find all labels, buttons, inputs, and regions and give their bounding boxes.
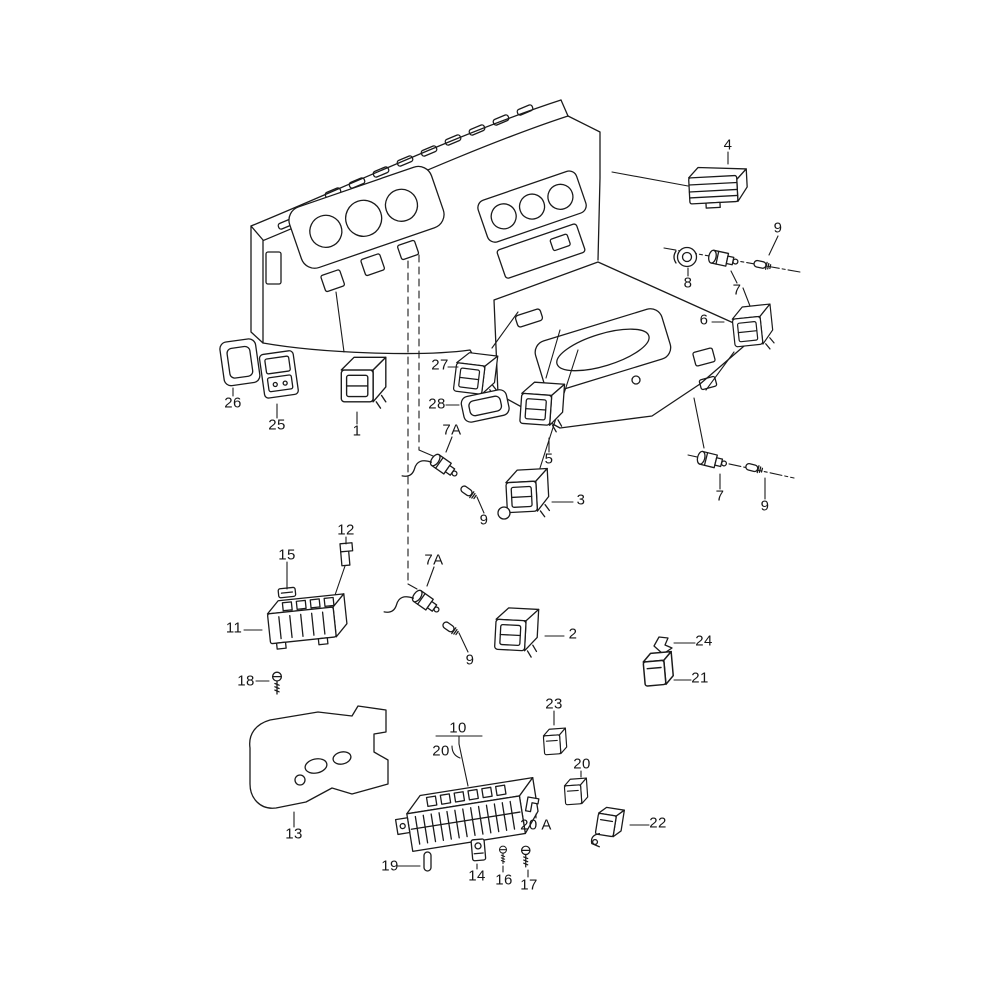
relay-23 <box>542 727 568 756</box>
screw-18 <box>271 671 283 695</box>
bracket-12 <box>339 542 354 567</box>
callout-leader-lines <box>232 151 779 878</box>
pin-19 <box>423 851 432 872</box>
structure-lines <box>333 171 751 787</box>
clip-20a <box>524 796 540 813</box>
mounting-bracket-13 <box>249 705 389 809</box>
bulb-socket-7-top <box>706 248 740 270</box>
screw-17 <box>520 845 531 868</box>
bulb-socket-7a-upper <box>401 451 478 501</box>
relay-20 <box>563 777 589 806</box>
switch-2 <box>493 606 540 659</box>
bulb-socket-7a-lower <box>383 587 460 637</box>
switch-6 <box>730 303 776 354</box>
bulb-9-upper-part <box>458 484 478 501</box>
fuse-box-10 <box>394 776 539 852</box>
dashed-drop-lines <box>407 254 434 590</box>
bulb-9-lower-part <box>440 620 460 637</box>
gasket-28 <box>460 389 510 423</box>
relay-carrier-11 <box>266 593 348 650</box>
clip-14 <box>470 838 487 862</box>
relay-21 <box>641 650 675 687</box>
bulb-socket-7-right <box>695 449 729 471</box>
instrument-cluster <box>288 165 445 269</box>
center-vents <box>477 170 587 279</box>
bulb-9-top <box>752 259 772 271</box>
bezel-26 <box>219 338 261 387</box>
bulb-9-right <box>744 462 764 475</box>
dash-switch-openings <box>320 239 420 293</box>
connector-4 <box>687 166 748 209</box>
switch-1 <box>340 356 387 409</box>
switch-25 <box>258 350 299 399</box>
relay-22 <box>590 805 626 848</box>
switch-3 <box>497 467 551 520</box>
screw-16 <box>498 845 508 865</box>
grommet-8 <box>673 246 698 268</box>
